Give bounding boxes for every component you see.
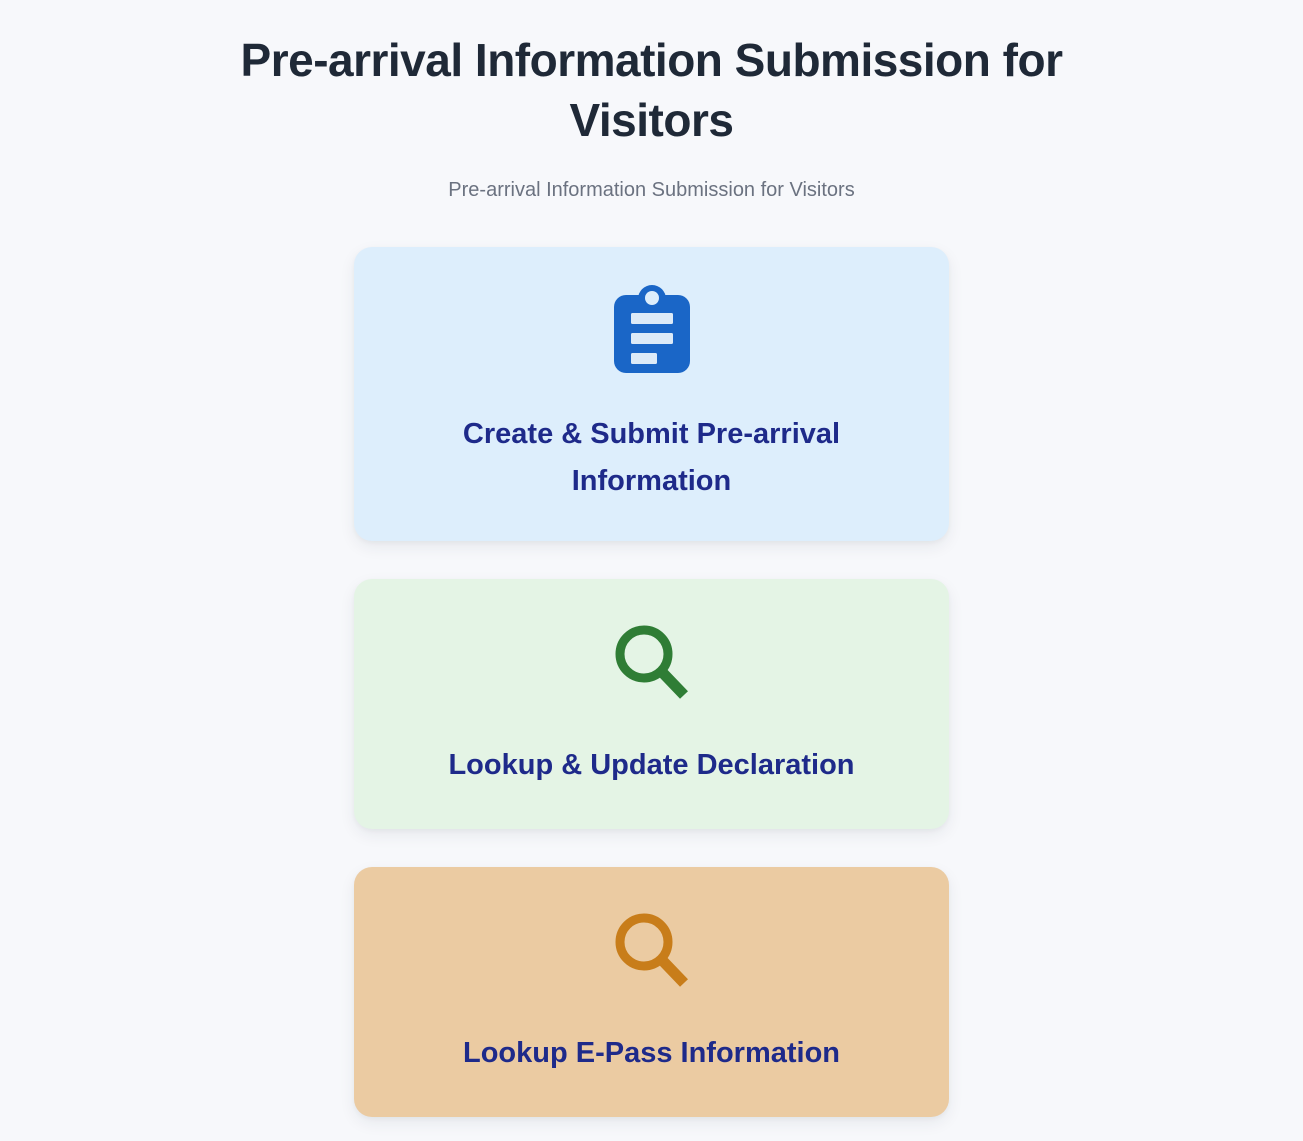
action-card-list: Create & Submit Pre-arrival Information … <box>354 247 949 1141</box>
magnifier-icon <box>610 907 694 994</box>
card-label: Lookup & Update Declaration <box>448 749 855 781</box>
page-subtitle: Pre-arrival Information Submission for V… <box>448 179 855 201</box>
card-label: Lookup E-Pass Information <box>462 1037 841 1069</box>
page-header: Pre-arrival Information Submission for V… <box>182 30 1122 204</box>
card-create-submit-pre-arrival-information[interactable]: Create & Submit Pre-arrival Information <box>354 247 949 541</box>
page-title: Pre-arrival Information Submission for V… <box>240 34 1063 146</box>
clipboard-icon <box>612 283 692 375</box>
card-lookup-e-pass-information[interactable]: Lookup E-Pass Information <box>354 867 949 1117</box>
card-label: Create & Submit Pre-arrival Information <box>462 418 841 497</box>
magnifier-icon <box>610 619 694 706</box>
card-lookup-update-declaration[interactable]: Lookup & Update Declaration <box>354 579 949 829</box>
